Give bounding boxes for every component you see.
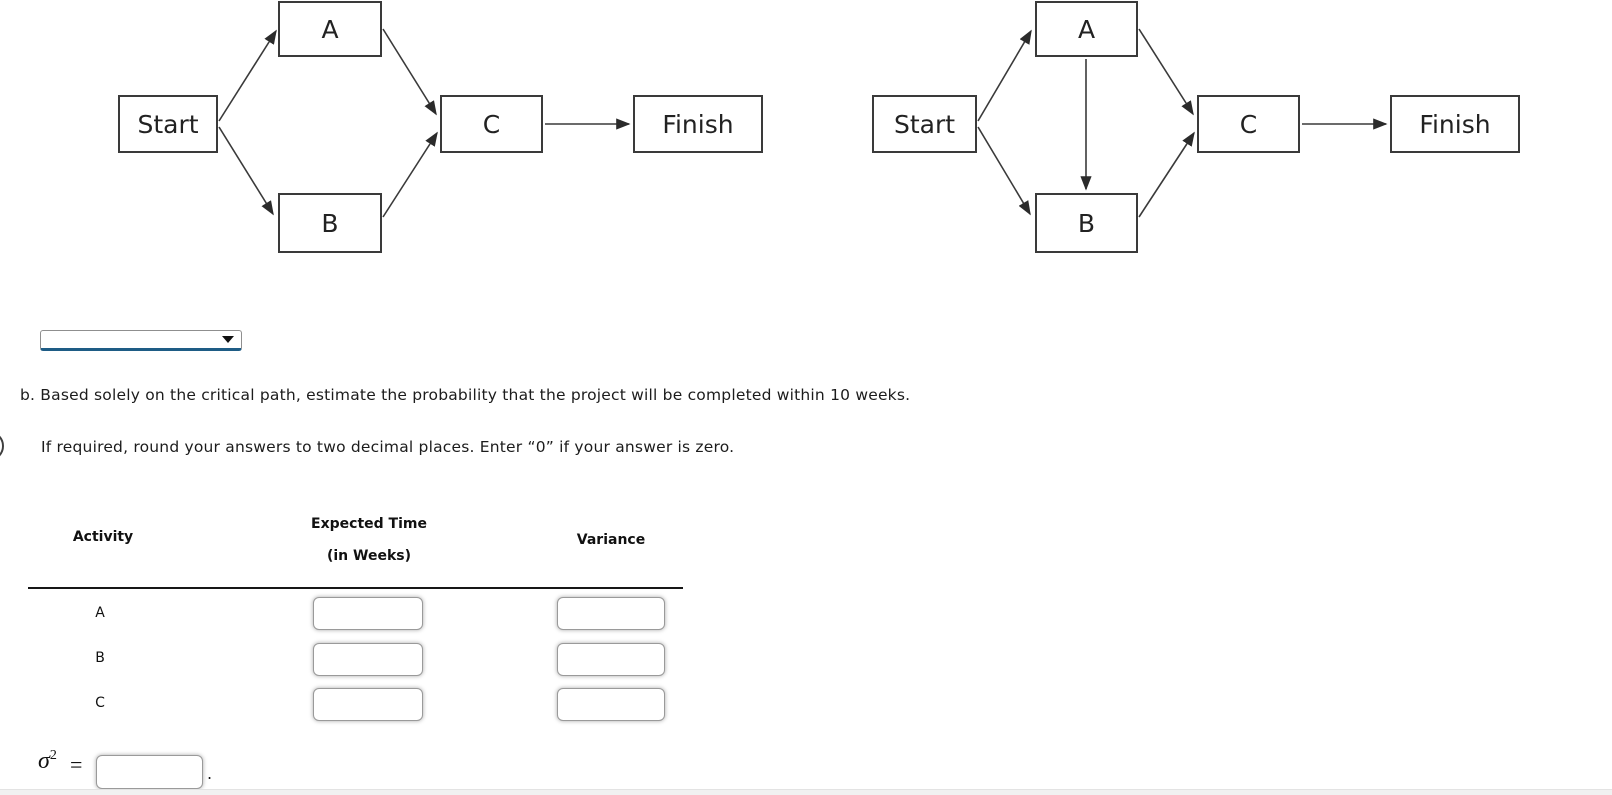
answer-select[interactable] — [40, 330, 242, 351]
expected-time-input-b[interactable] — [313, 643, 423, 676]
arrow-left-b-c — [382, 131, 438, 218]
node-left-c: C — [440, 95, 543, 153]
bottom-divider — [0, 789, 1612, 795]
question-part-b: b. Based solely on the critical path, es… — [20, 386, 911, 404]
col-header-activity: Activity — [72, 529, 134, 545]
expected-time-line2: (in Weeks) — [326, 548, 411, 564]
node-left-a: A — [278, 1, 382, 57]
sigma-squared-input[interactable] — [96, 755, 203, 789]
node-right-c: C — [1197, 95, 1300, 153]
arrow-right-start-b — [977, 126, 1031, 216]
table-header-rule — [28, 587, 683, 589]
arrow-right-start-a — [977, 29, 1032, 122]
arrow-right-b-c — [1138, 131, 1195, 218]
node-left-finish: Finish — [633, 95, 763, 153]
arrow-left-start-b — [218, 126, 274, 216]
col-header-expected-time: Expected Time (in Weeks) — [289, 508, 449, 572]
variance-input-b[interactable] — [557, 643, 665, 676]
row-label-b: B — [95, 650, 105, 666]
diagram-arrows — [218, 28, 1388, 218]
row-label-a: A — [95, 605, 105, 621]
col-header-variance: Variance — [576, 532, 646, 548]
node-right-b: B — [1035, 193, 1138, 253]
arrow-left-start-a — [218, 29, 277, 122]
node-right-a: A — [1035, 1, 1138, 57]
node-right-start: Start — [872, 95, 977, 153]
equals-sign: = — [70, 752, 83, 777]
arrow-left-a-c — [382, 28, 437, 116]
node-right-finish: Finish — [1390, 95, 1520, 153]
expected-time-input-c[interactable] — [313, 688, 423, 721]
chevron-down-icon — [222, 336, 234, 343]
sentence-period: . — [207, 764, 213, 783]
instructions-text: If required, round your answers to two d… — [41, 438, 735, 456]
sigma-squared-symbol: σ2 — [38, 748, 57, 774]
variance-input-a[interactable] — [557, 597, 665, 630]
expected-time-input-a[interactable] — [313, 597, 423, 630]
partial-circle-icon — [0, 431, 4, 461]
node-left-b: B — [278, 193, 382, 253]
variance-input-c[interactable] — [557, 688, 665, 721]
arrow-right-a-c — [1138, 28, 1194, 116]
row-label-c: C — [95, 695, 105, 711]
expected-time-line1: Expected Time — [311, 516, 427, 532]
node-left-start: Start — [118, 95, 218, 153]
